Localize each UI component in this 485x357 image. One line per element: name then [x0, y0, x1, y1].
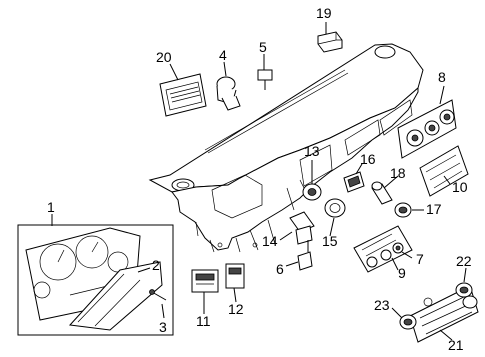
part-21-climate-switch	[409, 285, 479, 343]
callout-17: 17	[426, 201, 442, 217]
callout-labels: 1 2 3 4 5 6 7 8 9 10 11 12 13 14 15 16 1…	[47, 5, 472, 353]
part-5-connector	[257, 69, 273, 90]
callout-11: 11	[196, 313, 211, 329]
callout-14: 14	[262, 233, 278, 249]
callout-18: 18	[390, 165, 406, 181]
callout-13: 13	[304, 143, 320, 159]
leader-lines	[51, 22, 467, 341]
callout-6: 6	[276, 261, 284, 277]
callout-19: 19	[316, 5, 332, 21]
part-6-connector	[297, 240, 313, 271]
part-19-clip	[317, 31, 343, 53]
part-11-switch	[191, 269, 219, 293]
callout-7: 7	[416, 251, 424, 267]
part-15-knob	[324, 198, 346, 218]
callout-9: 9	[398, 265, 406, 281]
part-16-switch	[343, 171, 365, 193]
callout-2: 2	[152, 257, 160, 273]
dashboard-panel	[148, 43, 424, 253]
part-20-module	[159, 73, 207, 117]
part-7-switch-panel	[353, 225, 413, 273]
part-1-instrument-cluster	[17, 224, 174, 336]
part-14-switch-block	[289, 211, 315, 245]
callout-20: 20	[156, 49, 172, 65]
part-4-sensor	[216, 76, 241, 111]
callout-10: 10	[452, 179, 468, 195]
callout-3: 3	[159, 319, 167, 335]
callout-4: 4	[219, 47, 227, 63]
callout-15: 15	[322, 233, 338, 249]
part-22-knob	[455, 282, 478, 309]
part-17-cap	[394, 202, 412, 218]
callout-1: 1	[47, 199, 55, 215]
part-8-climate-panel	[397, 99, 457, 159]
callout-16: 16	[360, 151, 376, 167]
callout-21: 21	[448, 337, 464, 353]
part-10-control-unit	[419, 145, 469, 197]
callout-12: 12	[228, 301, 244, 317]
part-12-switch	[225, 263, 245, 289]
callout-22: 22	[456, 253, 472, 269]
callout-5: 5	[259, 39, 267, 55]
callout-8: 8	[438, 69, 446, 85]
callout-23: 23	[374, 297, 390, 313]
part-23-knob	[399, 314, 417, 330]
part-13-knob	[302, 183, 322, 201]
part-18-cylinder	[371, 181, 393, 205]
